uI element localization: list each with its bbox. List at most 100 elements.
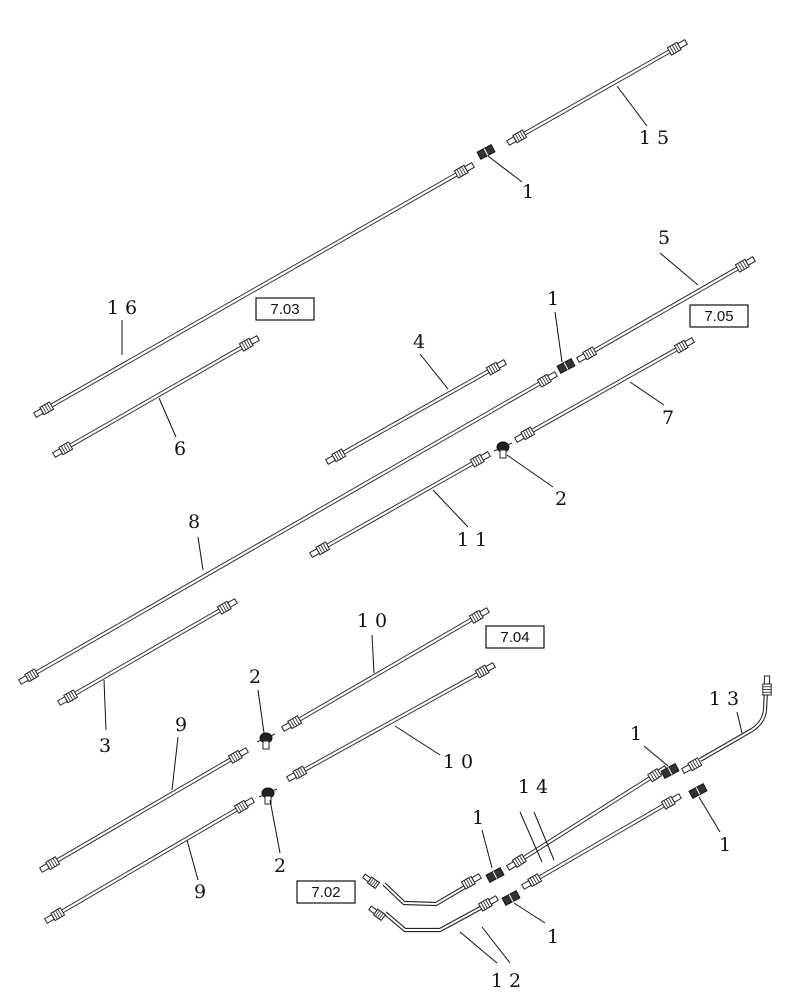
tube-9a: [56, 757, 232, 863]
union-fitting: [476, 144, 496, 160]
tube-16: [50, 172, 458, 408]
fitting-nipple: [763, 675, 771, 685]
union-ridge: [667, 767, 673, 775]
fitting-ridge: [694, 759, 700, 767]
leader-line: [432, 489, 469, 528]
tee-branch: [262, 740, 270, 750]
fitting-ridge: [68, 692, 74, 701]
fitting-ridge: [482, 666, 487, 675]
fitting-ridge: [476, 611, 482, 620]
fitting-ridge: [488, 366, 494, 374]
tube-edge: [538, 803, 663, 877]
tube-end-fitting: [536, 371, 558, 388]
tube-end-fitting: [506, 129, 528, 146]
fitting-ridge: [674, 43, 680, 52]
fitting-ridge: [490, 364, 496, 373]
fitting-ridge: [52, 857, 58, 866]
tube-15: [523, 49, 671, 136]
item-label-13: 1 3: [709, 688, 739, 710]
tube-6: [69, 345, 243, 448]
fitting-nipple: [681, 764, 692, 774]
fitting-ridge: [482, 900, 488, 909]
tube-edge: [344, 372, 490, 455]
item-label-11: 1 1: [457, 529, 487, 551]
fitting-ridge: [294, 717, 300, 725]
tube-edge: [342, 369, 488, 452]
tube-10a: [298, 617, 473, 722]
tube-9b: [61, 807, 238, 914]
fitting-nipple: [547, 371, 558, 381]
fitting-ridge: [297, 768, 303, 777]
leader-line: [643, 745, 669, 767]
tube-end-fitting: [468, 607, 490, 624]
fitting-ridge: [235, 751, 241, 760]
tee-fitting: [258, 787, 278, 805]
fitting-ridge: [65, 443, 71, 451]
fitting-nipple: [480, 451, 491, 461]
tube-11: [326, 461, 474, 548]
fitting-ridge: [589, 348, 595, 356]
leader-line: [554, 311, 563, 363]
item-label-12: 1 2: [491, 970, 521, 992]
union-fitting: [688, 783, 708, 799]
tee-branch: [264, 795, 272, 805]
fitting-ridge: [238, 802, 244, 811]
fitting-ridge: [295, 769, 300, 778]
fitting-ridge: [737, 263, 743, 271]
fitting-ridge: [372, 880, 378, 888]
fitting-nipple: [488, 895, 499, 905]
tube-end-fitting: [44, 907, 66, 924]
ref-box-7-04[interactable]: 7.04: [485, 625, 545, 649]
leader-line: [371, 634, 375, 674]
fitting-ridge: [70, 691, 76, 699]
tee-fitting: [493, 441, 513, 459]
tube-edge: [540, 806, 665, 880]
item-label-1: 1: [630, 723, 642, 745]
tube-13-inner: [699, 689, 767, 761]
leader-line: [269, 799, 281, 854]
fitting-nipple: [227, 598, 238, 608]
fitting-ridge: [479, 667, 485, 676]
item-label-1: 1: [547, 926, 559, 948]
tube-end-fitting: [39, 856, 61, 873]
fitting-ridge: [519, 855, 525, 864]
ref-box-7-02[interactable]: 7.02: [296, 880, 356, 904]
fitting-ridge: [527, 428, 533, 436]
fitting-ridge: [665, 798, 671, 807]
fitting-ridge: [320, 544, 326, 553]
fitting-ridge: [41, 405, 47, 414]
fitting-ridge: [46, 403, 52, 411]
tube-end-fitting: [477, 895, 499, 912]
item-label-9: 9: [175, 714, 187, 736]
fitting-ridge: [541, 376, 547, 385]
fitting-ridge: [654, 769, 660, 778]
fitting-ridge: [224, 602, 230, 611]
tube-edge: [533, 350, 678, 433]
tube-end-fitting: [238, 335, 260, 352]
fitting-ridge: [681, 341, 687, 350]
leader-line: [616, 85, 648, 127]
tube-edge: [523, 49, 669, 133]
item-label-2: 2: [274, 855, 286, 877]
tube-5: [593, 266, 739, 353]
tube-edge: [595, 269, 739, 353]
item-label-2: 2: [249, 666, 261, 688]
union-ridge: [492, 871, 498, 879]
item-label-14: 1 4: [518, 776, 548, 798]
fitting-ridge: [739, 261, 745, 270]
leader-line: [394, 725, 441, 756]
item-label-3: 3: [99, 735, 111, 757]
fitting-ridge: [522, 430, 528, 439]
fitting-nipple: [506, 136, 517, 146]
fitting-ridge: [461, 166, 467, 175]
fitting-ridge: [514, 133, 520, 142]
fitting-ridge: [333, 452, 339, 461]
item-label-16: 1 6: [107, 297, 137, 319]
fitting-ridge: [519, 131, 525, 139]
tube-end-fitting: [281, 715, 303, 732]
fitting-ridge: [292, 718, 298, 727]
fitting-ridge: [668, 797, 674, 806]
item-label-15: 1 5: [639, 127, 669, 149]
ref-box-7-05[interactable]: 7.05: [689, 304, 749, 328]
ref-box-7-03[interactable]: 7.03: [255, 297, 315, 321]
